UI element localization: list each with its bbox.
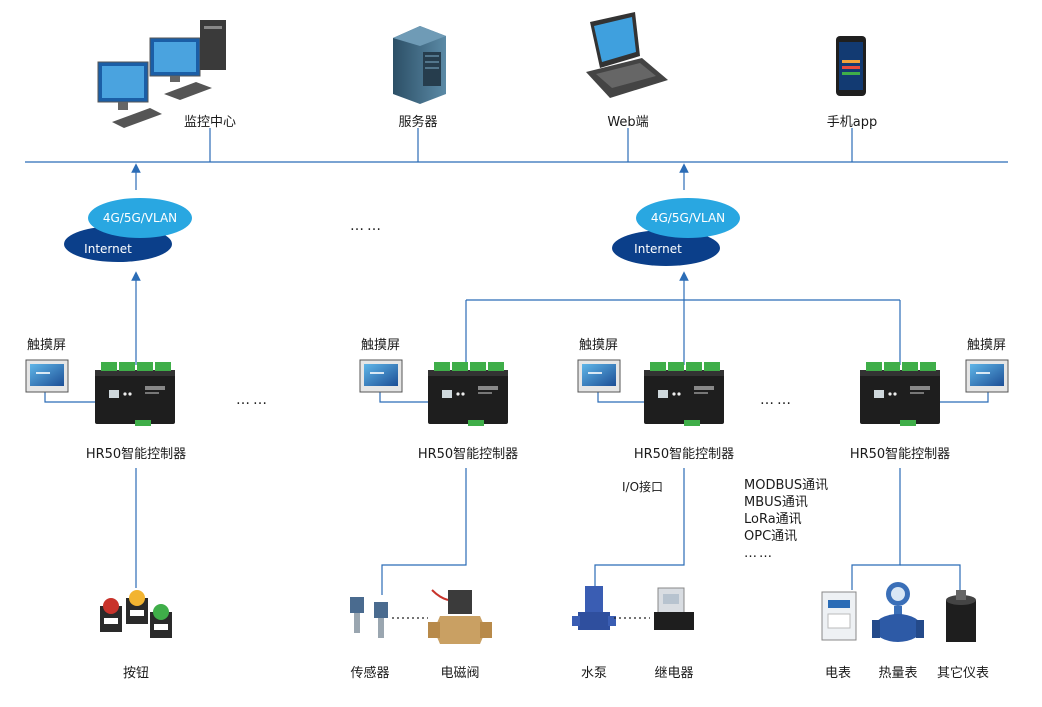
monitor-center-label: 监控中心 bbox=[183, 115, 237, 130]
top-network-bus bbox=[25, 128, 1008, 163]
ellipsis-controllers-left: …… bbox=[236, 392, 270, 408]
other-meter-icon bbox=[946, 590, 976, 642]
electric-meter-icon bbox=[821, 591, 857, 641]
cloud-right-top-label: 4G/5G/VLAN bbox=[650, 211, 726, 225]
cloud-left-top-label: 4G/5G/VLAN bbox=[102, 211, 178, 225]
protocol-opc: OPC通讯 bbox=[744, 529, 798, 544]
controller-label-3: HR50智能控制器 bbox=[633, 447, 735, 462]
device-label-electric-meter: 电表 bbox=[824, 666, 852, 681]
cloud-left-bottom-label: Internet bbox=[84, 242, 132, 256]
device-label-solenoid-valve: 电磁阀 bbox=[440, 666, 480, 681]
touch-screen-4 bbox=[965, 359, 1009, 393]
hr50-controller-3 bbox=[644, 362, 724, 426]
monitor-center-icon bbox=[97, 20, 226, 128]
sensor-icon bbox=[350, 597, 428, 638]
laptop-icon bbox=[586, 12, 668, 98]
network-cloud-right bbox=[612, 163, 740, 300]
touch-screen-3 bbox=[577, 359, 621, 393]
server-icon bbox=[393, 26, 446, 104]
relay-icon bbox=[654, 587, 694, 630]
hr50-controller-1 bbox=[95, 362, 175, 426]
network-cloud-left bbox=[64, 163, 192, 300]
device-label-other-meters: 其它仪表 bbox=[936, 666, 990, 681]
push-button-icon bbox=[100, 590, 172, 638]
mobile-app-label: 手机app bbox=[826, 115, 878, 130]
hr50-controller-4 bbox=[860, 362, 940, 426]
protocol-mbus: MBUS通讯 bbox=[744, 495, 808, 510]
touch-screen-2 bbox=[359, 359, 403, 393]
solenoid-valve-icon bbox=[428, 589, 492, 644]
controller-label-1: HR50智能控制器 bbox=[85, 447, 187, 462]
io-interface-label: I/O接口 bbox=[622, 480, 664, 494]
ellipsis-controllers-right: …… bbox=[760, 392, 794, 408]
controller-label-2: HR50智能控制器 bbox=[417, 447, 519, 462]
protocol-modbus: MODBUS通讯 bbox=[744, 478, 829, 493]
controller-label-4: HR50智能控制器 bbox=[849, 447, 951, 462]
water-pump-icon bbox=[572, 586, 650, 630]
ellipsis-network: …… bbox=[350, 218, 384, 234]
smartphone-icon bbox=[836, 36, 866, 96]
device-label-water-pump: 水泵 bbox=[580, 666, 608, 681]
device-label-heat-meter: 热量表 bbox=[878, 666, 918, 681]
device-label-sensor: 传感器 bbox=[350, 666, 390, 681]
heat-meter-icon bbox=[872, 582, 924, 642]
protocol-more: …… bbox=[744, 546, 774, 561]
protocol-list: MODBUS通讯 MBUS通讯 LoRa通讯 OPC通讯 …… bbox=[744, 477, 828, 562]
protocol-lora: LoRa通讯 bbox=[744, 512, 802, 527]
touch-screen-label-3: 触摸屏 bbox=[579, 338, 619, 353]
web-label: Web端 bbox=[607, 115, 649, 130]
hr50-controller-2 bbox=[428, 362, 508, 426]
server-label: 服务器 bbox=[398, 115, 438, 130]
touch-screen-label-4: 触摸屏 bbox=[967, 338, 1007, 353]
touch-screen-label-2: 触摸屏 bbox=[361, 338, 401, 353]
controller-links bbox=[44, 299, 989, 595]
device-label-relay: 继电器 bbox=[654, 666, 694, 681]
device-label-button: 按钮 bbox=[122, 666, 150, 681]
touch-screen-1 bbox=[25, 359, 69, 393]
touch-screen-label-1: 触摸屏 bbox=[27, 338, 67, 353]
cloud-right-bottom-label: Internet bbox=[634, 242, 682, 256]
